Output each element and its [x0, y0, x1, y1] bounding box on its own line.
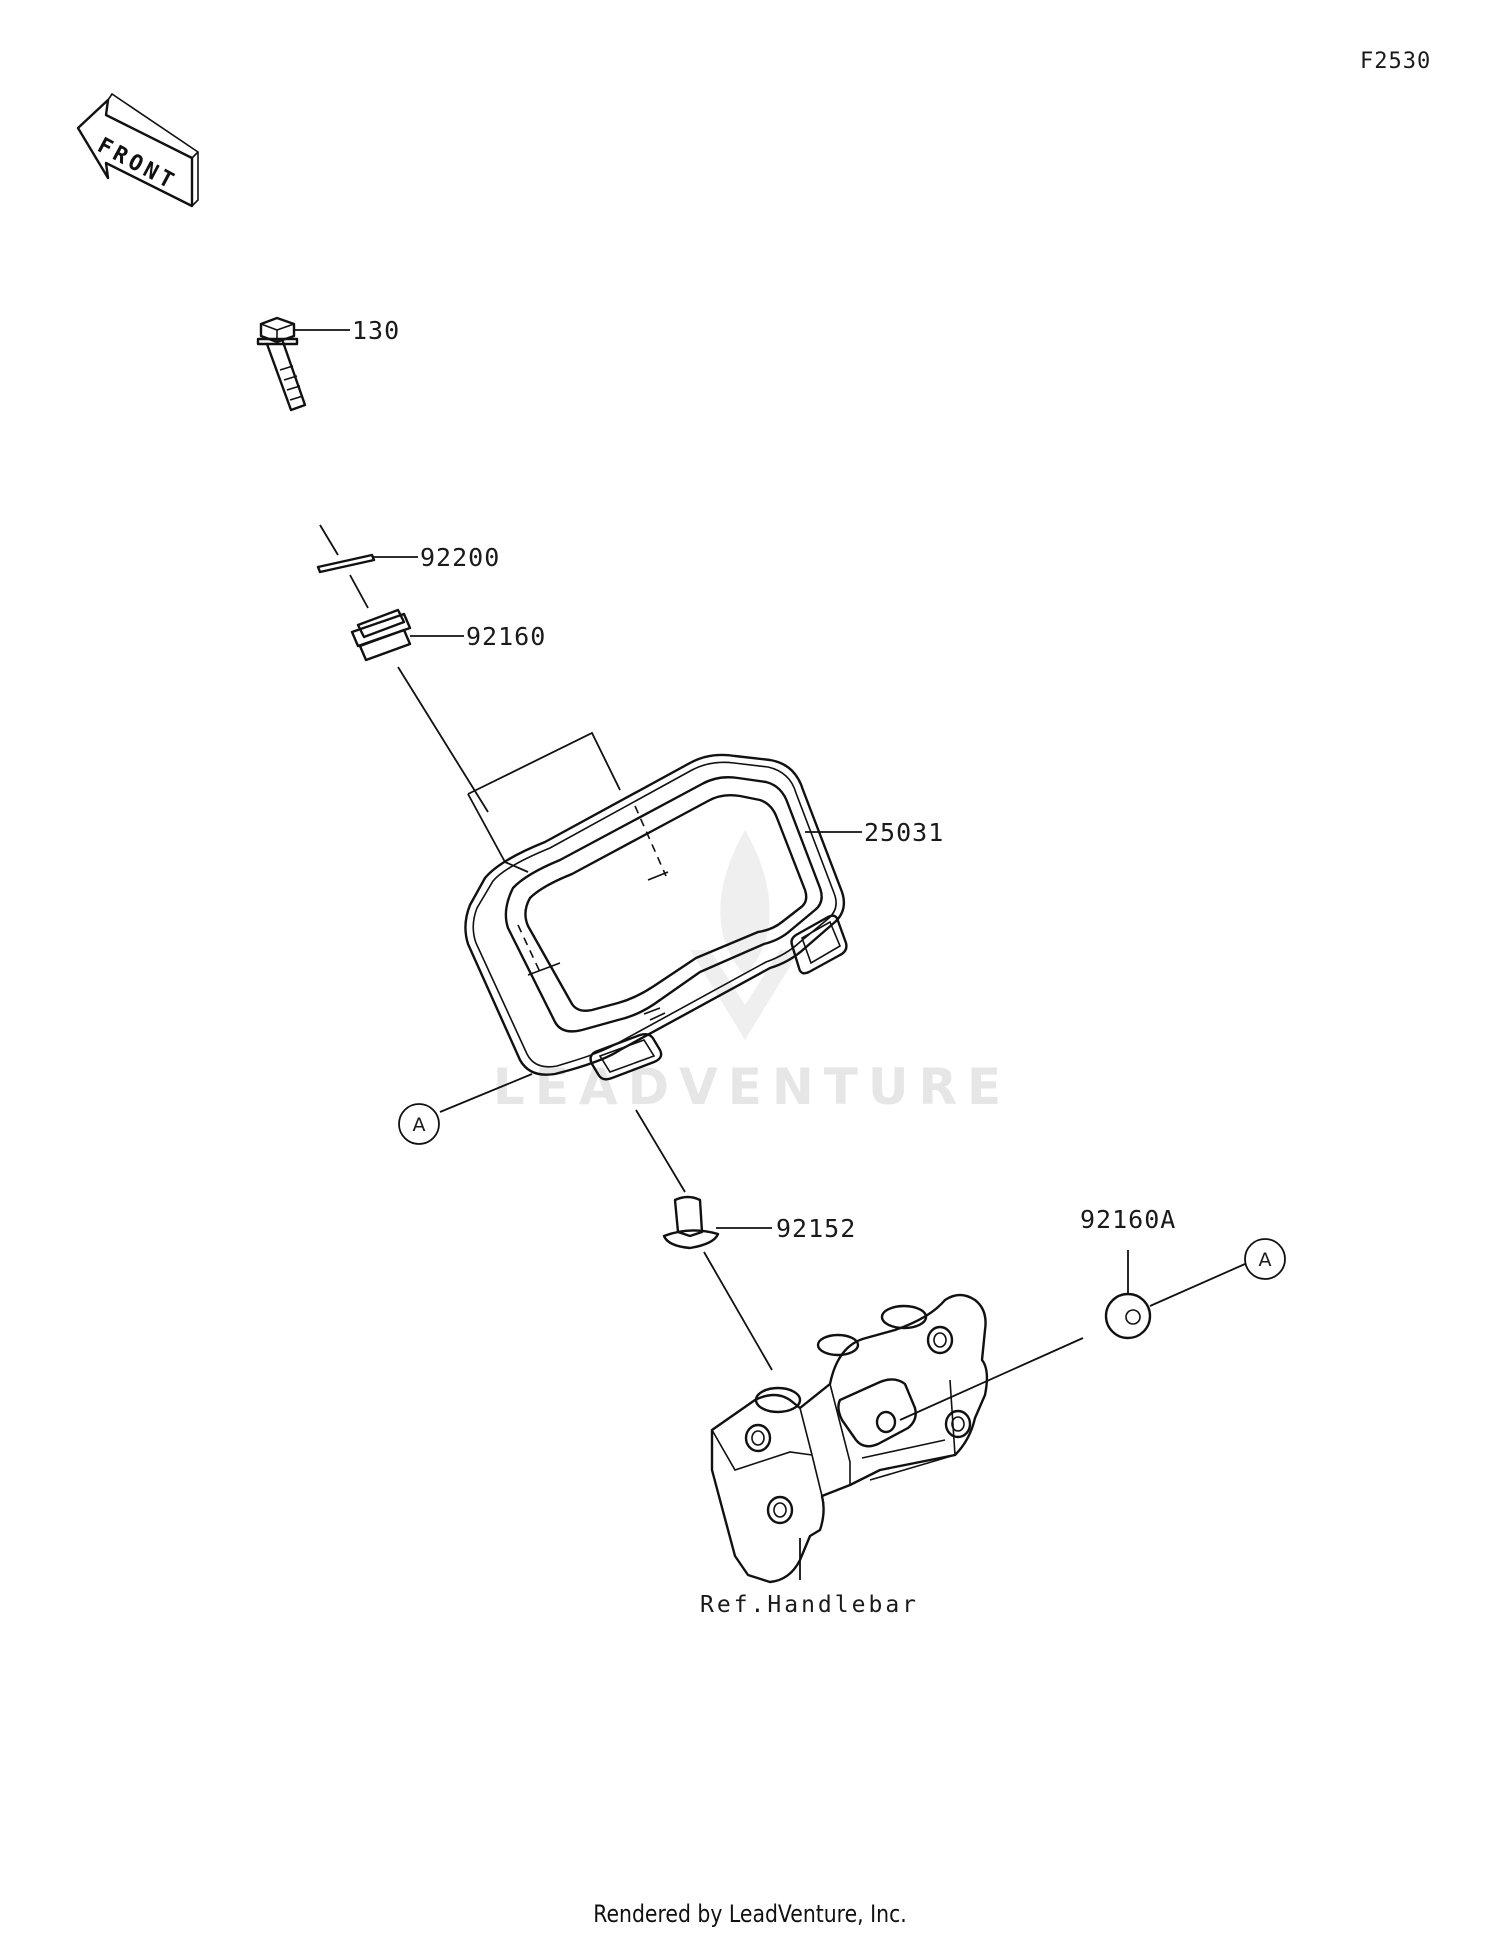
flame-logo-icon — [690, 830, 800, 1040]
callout-a-right[interactable]: A — [1244, 1238, 1286, 1280]
damper-92160a[interactable] — [1104, 1292, 1152, 1340]
part-label-92200[interactable]: 92200 — [420, 543, 500, 572]
figure-code: F2530 — [1360, 49, 1431, 74]
meter-25031[interactable] — [464, 753, 848, 1081]
callout-a-left[interactable]: A — [398, 1103, 440, 1145]
collar-92152[interactable] — [662, 1195, 720, 1250]
callout-a-right-label: A — [1259, 1249, 1272, 1271]
watermark-text: LEADVENTURE — [493, 1058, 1011, 1116]
callout-a-left-label: A — [413, 1114, 426, 1136]
part-label-92152[interactable]: 92152 — [776, 1214, 856, 1243]
washer-92200[interactable] — [316, 553, 376, 574]
part-label-92160a[interactable]: 92160A — [1080, 1205, 1176, 1234]
reference-label-handlebar[interactable]: Ref.Handlebar — [700, 1592, 919, 1618]
grommet-92160[interactable] — [350, 608, 412, 662]
footer-credit: Rendered by LeadVenture, Inc. — [593, 1900, 907, 1928]
part-label-130[interactable]: 130 — [352, 316, 400, 345]
front-arrow-icon: FRONT — [76, 92, 199, 208]
watermark: LEADVENTURE — [493, 830, 1011, 1116]
part-label-25031[interactable]: 25031 — [864, 818, 944, 847]
part-label-92160[interactable]: 92160 — [466, 622, 546, 651]
bolt-130[interactable] — [256, 316, 307, 412]
handlebar-clamp[interactable] — [710, 1293, 989, 1584]
